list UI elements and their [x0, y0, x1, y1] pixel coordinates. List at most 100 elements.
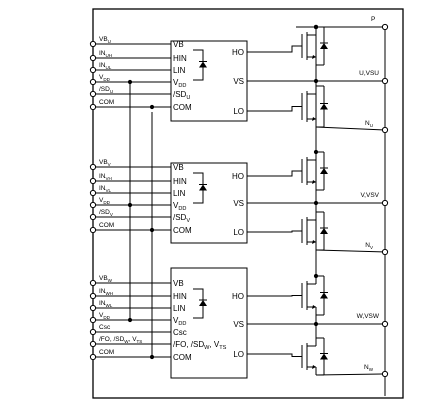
pin-terminal-phase3-1 — [89, 292, 97, 300]
igbt-high-1 — [301, 26, 328, 66]
com-junction — [149, 227, 155, 233]
external-pin-label-phase3-0: VBW — [99, 275, 113, 283]
pin-terminal-phase1-3 — [89, 78, 97, 86]
external-pin-label-phase1-3: VDD — [99, 74, 111, 82]
pin-terminal-phase2-1 — [89, 177, 97, 185]
emitter-arrow — [312, 117, 316, 121]
external-pin-label-phase2-0: VBV — [99, 159, 112, 167]
external-pin-label-phase1-5: COM — [99, 99, 114, 106]
ic-pin-label-phase1-1: HIN — [173, 54, 187, 63]
ic-pin-label-phase3-4: Csc — [173, 328, 187, 337]
ic-pin-label-phase3-1: HIN — [173, 292, 187, 301]
external-pin-label-phase3-2: INWL — [99, 300, 113, 308]
diode-symbol — [320, 168, 328, 174]
external-pin-label-phase3-4: Csc — [99, 324, 111, 331]
external-pin-label-phase1-2: INUL — [99, 62, 112, 70]
external-pin-label-phase3-3: VDD — [99, 312, 111, 320]
vdd-junction — [127, 317, 133, 323]
igbt-high-2 — [301, 151, 328, 191]
ic-out-label-phase3-1: VS — [233, 320, 244, 329]
power-pin-label-out-1: U,VSU — [359, 70, 379, 77]
external-pin-label-phase2-2: INVL — [99, 185, 112, 193]
ho-gate-wire — [247, 45, 302, 53]
external-pin-label-phase2-1: INVH — [99, 173, 112, 181]
pin-terminal-out-1 — [381, 77, 389, 85]
ic-out-label-phase2-2: LO — [233, 228, 244, 237]
pin-terminal-phase2-2 — [89, 189, 97, 197]
external-pin-label-phase1-4: /SDU — [99, 86, 113, 94]
pin-terminal-phase1-2 — [89, 66, 97, 74]
ic-out-label-phase1-2: LO — [233, 107, 244, 116]
external-pin-label-phase2-3: VDD — [99, 197, 111, 205]
ic-pin-label-phase3-5: /FO, /SDW, VTS — [173, 340, 227, 351]
pin-terminal-phase2-0 — [89, 163, 97, 171]
diode-symbol — [320, 43, 328, 49]
ic-pin-label-phase3-2: LIN — [173, 304, 186, 313]
ic-out-label-phase3-2: LO — [233, 350, 244, 359]
driver-ic-1 — [170, 40, 248, 122]
external-pin-label-phase2-4: /SDV — [99, 209, 114, 217]
n-wire — [315, 126, 386, 131]
pin-terminal-phase3-2 — [89, 304, 97, 312]
diode-symbol — [320, 228, 328, 234]
pin-terminal-n-2 — [381, 248, 389, 256]
bootstrap-diode — [199, 61, 207, 68]
diode-symbol — [320, 292, 328, 299]
com-junction — [149, 354, 155, 360]
pin-terminal-phase2-4 — [89, 213, 97, 221]
ic-pin-label-phase1-0: VB — [173, 40, 184, 49]
pin-terminal-phase1-4 — [89, 90, 97, 98]
external-pin-label-phase3-1: INWH — [99, 288, 113, 296]
power-pin-label-p: P — [371, 16, 375, 23]
igbt-low-2 — [301, 211, 328, 251]
bootstrap-diode — [199, 184, 207, 191]
ic-pin-label-phase3-0: VB — [173, 279, 184, 288]
ic-out-label-phase1-0: HO — [232, 48, 244, 57]
diode-symbol — [320, 353, 328, 360]
ic-pin-label-phase3-6: COM — [173, 353, 192, 362]
ic-pin-label-phase1-2: LIN — [173, 66, 186, 75]
pin-terminal-out-2 — [381, 199, 389, 207]
pin-terminal-phase3-0 — [89, 279, 97, 287]
emitter-arrow — [312, 240, 316, 244]
vs-junction — [313, 321, 319, 327]
ic-out-label-phase2-0: HO — [232, 172, 244, 181]
driver-ic-2 — [170, 162, 248, 244]
pin-terminal-phase3-5 — [89, 340, 97, 348]
emitter-arrow — [312, 305, 316, 309]
pin-terminal-phase2-5 — [89, 226, 97, 234]
igbt-high-3 — [301, 275, 328, 316]
ic-pin-label-phase3-3: VDD — [173, 316, 186, 327]
pin-terminal-phase1-5 — [89, 103, 97, 111]
ic-pin-label-phase2-2: LIN — [173, 189, 186, 198]
power-pin-label-n-2: NV — [365, 242, 374, 250]
pin-terminal-phase1-0 — [89, 40, 97, 48]
driver-ic-3 — [170, 267, 248, 379]
ic-pin-label-phase2-0: VB — [173, 163, 184, 172]
ic-out-label-phase3-0: HO — [232, 292, 244, 301]
ho-gate-wire — [247, 170, 302, 177]
vdd-junction — [127, 79, 133, 85]
igbt-low-3 — [301, 337, 328, 376]
ic-pin-label-phase1-5: COM — [173, 103, 192, 112]
external-pin-label-phase3-6: COM — [99, 349, 114, 356]
lo-gate-wire — [247, 230, 302, 233]
external-pin-label-phase3-5: /FO, /SDW, VTS — [99, 336, 142, 344]
ic-out-label-phase1-1: VS — [233, 77, 244, 86]
n-wire — [315, 249, 386, 253]
vdd-junction — [127, 202, 133, 208]
emitter-arrow — [312, 365, 316, 369]
com-junction — [149, 104, 155, 110]
pin-terminal-phase3-3 — [89, 316, 97, 324]
ic-pin-label-phase2-5: COM — [173, 226, 192, 235]
power-pin-label-n-3: NW — [364, 364, 374, 372]
pin-terminal-phase3-6 — [89, 353, 97, 361]
emitter-arrow — [312, 55, 316, 59]
n-wire — [315, 373, 386, 376]
pin-terminal-n-1 — [381, 126, 389, 134]
power-pin-label-out-3: W,VSW — [357, 313, 380, 320]
pin-terminal-n-3 — [381, 370, 389, 378]
ho-gate-wire — [247, 295, 302, 297]
